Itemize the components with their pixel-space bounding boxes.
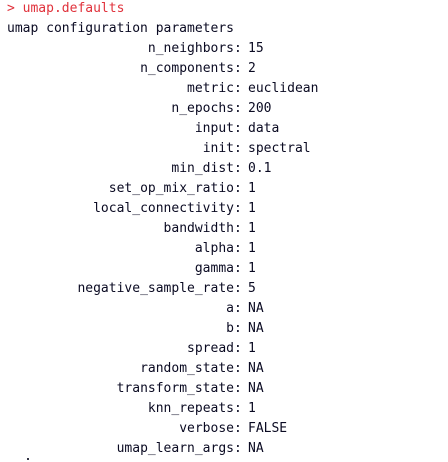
parameter-value: 2: [248, 61, 256, 76]
parameter-value: 1: [248, 201, 256, 216]
parameter-separator: :: [234, 41, 242, 56]
parameter-value: 200: [248, 101, 272, 116]
parameter-value: 5: [248, 281, 256, 296]
parameter-separator: :: [234, 81, 242, 96]
parameter-row: gamma:1: [0, 259, 318, 279]
parameter-row: a: NA: [0, 299, 318, 319]
parameter-separator: :: [234, 321, 242, 336]
parameter-row: alpha:1: [0, 239, 318, 259]
parameter-value: 1: [248, 341, 256, 356]
parameter-row: transform_state: NA: [0, 379, 318, 399]
parameter-row: set_op_mix_ratio:1: [0, 179, 318, 199]
parameter-row: min_dist:0.1: [0, 159, 318, 179]
parameter-name: n_neighbors: [147, 41, 234, 56]
parameter-value: data: [248, 121, 280, 136]
parameter-separator: :: [234, 421, 242, 436]
parameter-row: negative_sample_rate:5: [0, 279, 318, 299]
parameter-separator: :: [234, 141, 242, 156]
parameter-row: verbose: FALSE: [0, 419, 318, 439]
parameter-name: metric: [187, 81, 234, 96]
parameter-row: knn_repeats:1: [0, 399, 318, 419]
parameter-value: NA: [248, 301, 264, 316]
parameter-name: n_epochs: [171, 101, 234, 116]
parameter-value: 1: [248, 241, 256, 256]
parameter-value: NA: [248, 441, 264, 456]
parameter-separator: :: [234, 261, 242, 276]
parameter-name: a: [226, 301, 234, 316]
parameter-value: spectral: [248, 141, 311, 156]
parameter-name: local_connectivity: [93, 201, 234, 216]
parameter-separator: :: [234, 301, 242, 316]
parameter-value: 1: [248, 401, 256, 416]
parameter-value: FALSE: [248, 421, 288, 436]
parameter-separator: :: [234, 181, 242, 196]
parameter-row: bandwidth:1: [0, 219, 318, 239]
parameter-name: gamma: [194, 261, 234, 276]
parameter-separator: :: [234, 441, 242, 456]
parameter-separator: :: [234, 401, 242, 416]
parameter-separator: :: [234, 161, 242, 176]
parameter-name: set_op_mix_ratio: [108, 181, 234, 196]
parameter-name: transform_state: [116, 381, 234, 396]
parameter-name: b: [226, 321, 234, 336]
parameter-value: NA: [248, 381, 264, 396]
command-text: umap.defaults: [22, 1, 125, 16]
parameter-row: random_state: NA: [0, 359, 318, 379]
parameter-row: local_connectivity:1: [0, 199, 318, 219]
parameter-name: n_components: [140, 61, 234, 76]
parameter-name: spread: [187, 341, 234, 356]
parameter-name: umap_learn_args: [116, 441, 234, 456]
parameter-separator: :: [234, 281, 242, 296]
parameter-row: n_epochs:200: [0, 99, 318, 119]
parameter-name: verbose: [179, 421, 234, 436]
parameter-name: negative_sample_rate: [77, 281, 234, 296]
parameter-value: 15: [248, 41, 264, 56]
parameter-row: umap_learn_args: NA: [0, 439, 318, 459]
parameter-value: NA: [248, 321, 264, 336]
parameter-value: 1: [248, 181, 256, 196]
parameter-name: input: [194, 121, 234, 136]
parameter-separator: :: [234, 241, 242, 256]
parameter-row: b: NA: [0, 319, 318, 339]
output-header: umap configuration parameters: [7, 21, 234, 36]
parameter-row: spread:1: [0, 339, 318, 359]
parameter-name: min_dist: [171, 161, 234, 176]
parameter-separator: :: [234, 341, 242, 356]
parameter-name: knn_repeats: [147, 401, 234, 416]
parameter-value: NA: [248, 361, 264, 376]
parameter-value: 0.1: [248, 161, 272, 176]
parameter-name: alpha: [194, 241, 234, 256]
parameter-name: bandwidth: [163, 221, 234, 236]
command-line: > umap.defaults: [7, 0, 124, 19]
parameter-value: 1: [248, 261, 256, 276]
parameter-row: n_neighbors:15: [0, 39, 318, 59]
parameter-separator: :: [234, 381, 242, 396]
parameter-value: euclidean: [248, 81, 319, 96]
parameter-separator: :: [234, 121, 242, 136]
parameter-separator: :: [234, 201, 242, 216]
parameter-separator: :: [234, 221, 242, 236]
text-cursor: [27, 458, 29, 460]
parameter-row: metric: euclidean: [0, 79, 318, 99]
parameter-row: input: data: [0, 119, 318, 139]
parameter-name: random_state: [140, 361, 234, 376]
parameter-name: init: [202, 141, 234, 156]
parameter-value: 1: [248, 221, 256, 236]
parameter-row: n_components:2: [0, 59, 318, 79]
parameter-separator: :: [234, 101, 242, 116]
parameter-separator: :: [234, 61, 242, 76]
parameter-row: init: spectral: [0, 139, 318, 159]
parameter-separator: :: [234, 361, 242, 376]
prompt-symbol: >: [7, 1, 15, 16]
